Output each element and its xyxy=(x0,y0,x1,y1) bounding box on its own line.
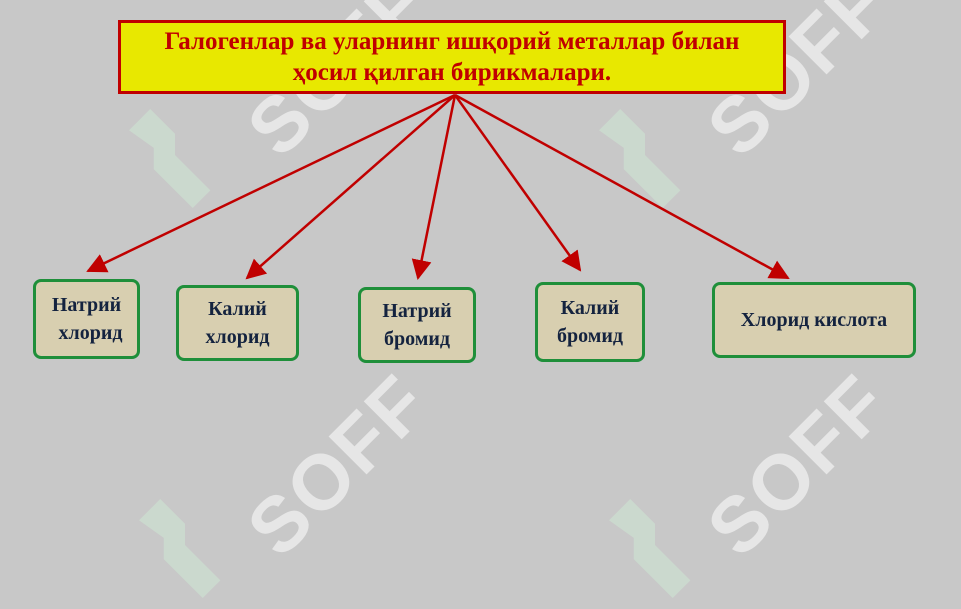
node-kaliy-xlorid: Калий хлорид xyxy=(176,285,299,361)
node-label-line-2: бромид xyxy=(556,325,623,347)
arrow-to-xlorid-kislota xyxy=(454,93,790,280)
title-box: Галогенлар ва уларнинг ишқорий металлар … xyxy=(118,20,786,94)
node-label-line-1: Натрий xyxy=(382,300,452,322)
title-line-2: ҳосил қилган бирикмалари. xyxy=(292,59,612,86)
node-xlorid-kislota: Хлорид кислота xyxy=(712,282,916,358)
title-line-1: Галогенлар ва уларнинг ишқорий металлар … xyxy=(164,27,740,55)
node-label-line-1: Натрий xyxy=(51,294,122,316)
node-kaliy-bromid: Калий бромид xyxy=(535,282,645,362)
node-label-line-2: хлорид xyxy=(58,322,123,344)
watermark-logo-icon xyxy=(129,109,211,209)
node-label-line-1: Калий xyxy=(560,297,620,319)
node-label-line-2: бромид xyxy=(383,328,450,350)
node-label-line-1: Хлорид кислота xyxy=(740,309,888,331)
diagram-title: Галогенлар ва уларнинг ишқорий металлар … xyxy=(165,26,740,89)
watermark-logo-icon xyxy=(599,109,681,209)
arrow-to-natriy-bromid xyxy=(411,94,457,280)
arrow-to-kaliy-xlorid xyxy=(245,94,456,280)
node-label-line-1: Калий xyxy=(208,298,267,320)
node-natriy-xlorid: Натрий хлорид xyxy=(33,279,140,359)
node-label-line-2: хлорид xyxy=(205,326,270,348)
node-natriy-bromid: Натрий бромид xyxy=(358,287,476,363)
arrow-to-kaliy-bromid xyxy=(453,94,582,272)
arrow-connectors xyxy=(86,93,790,280)
arrow-to-natriy-xlorid xyxy=(86,93,456,273)
